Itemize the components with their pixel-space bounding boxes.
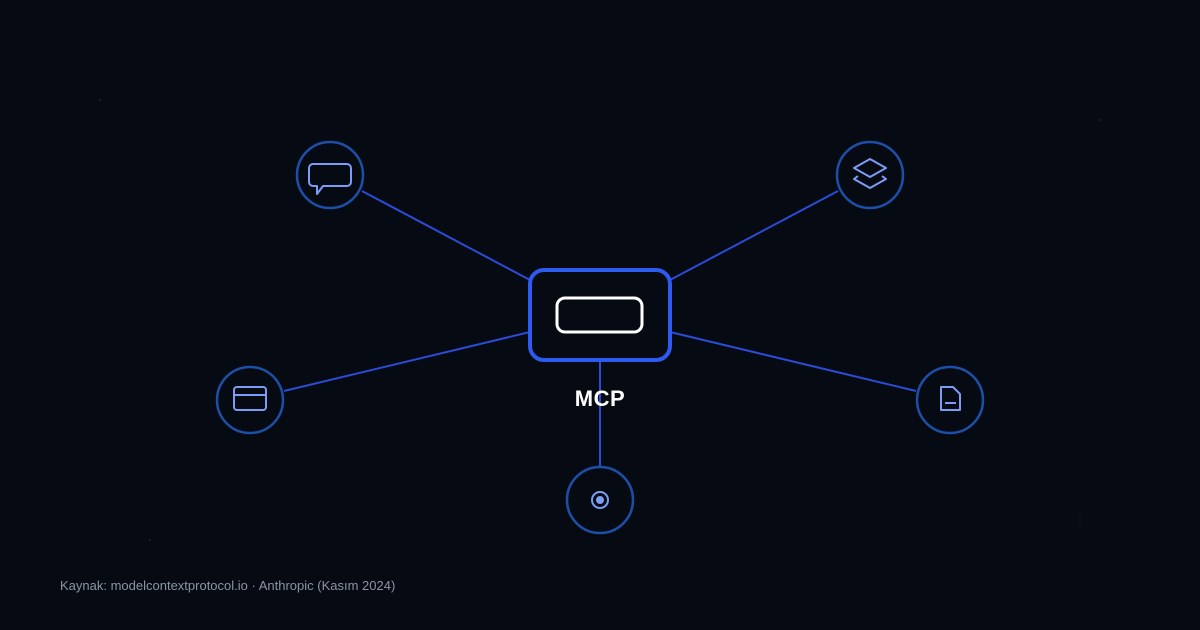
rounded-rectangle-icon — [555, 296, 644, 334]
connector-window — [283, 331, 531, 392]
target-icon — [591, 491, 609, 509]
chat-bubble-icon — [308, 163, 352, 195]
connector-lines — [283, 190, 917, 466]
connector-layers — [669, 190, 839, 281]
layers-icon — [853, 158, 887, 189]
document-icon — [940, 386, 961, 411]
node-document[interactable] — [915, 365, 985, 435]
background-dots — [99, 99, 1101, 541]
connector-document — [669, 331, 917, 392]
node-window[interactable] — [215, 365, 285, 435]
hub-label: MCP — [574, 386, 626, 411]
mcp-hub[interactable] — [528, 268, 672, 362]
connector-chat — [361, 190, 531, 281]
browser-window-icon — [233, 386, 267, 411]
node-target[interactable] — [565, 465, 635, 535]
node-chat[interactable] — [295, 140, 365, 210]
node-layers[interactable] — [835, 140, 905, 210]
source-caption: Kaynak: modelcontextprotocol.io · Anthro… — [60, 578, 396, 593]
